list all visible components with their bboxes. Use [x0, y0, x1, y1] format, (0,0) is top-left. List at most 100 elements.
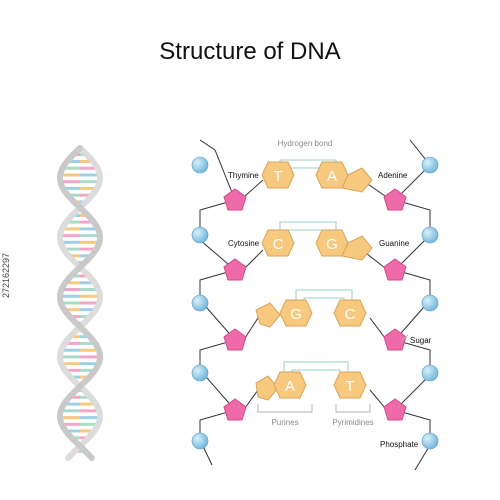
base-letter: T [273, 168, 282, 185]
phosphate-sphere [191, 226, 209, 244]
guanine-base [279, 299, 313, 327]
helix-rung [80, 341, 96, 345]
helix-rung [80, 395, 91, 399]
helix-rung [80, 254, 92, 258]
helix-rung [80, 166, 98, 170]
base-letter: A [285, 378, 295, 395]
helix-rung [80, 436, 89, 440]
guanine-label: Guanine [379, 239, 410, 248]
helix-strand-a [56, 145, 104, 461]
phosphate-sphere [421, 294, 439, 312]
helix-rung [68, 254, 80, 258]
helix-rungs [60, 153, 100, 453]
helix-rung [80, 355, 100, 359]
sugar-pentagon [383, 258, 407, 281]
thymine-label: Thymine [228, 171, 259, 180]
base-letter: C [273, 236, 284, 253]
helix-rung [60, 409, 80, 413]
helix-rung [80, 220, 94, 224]
helix-rung [60, 180, 80, 184]
helix-rung [80, 362, 99, 366]
helix-rung [80, 409, 100, 413]
phosphate-sphere [191, 364, 209, 382]
base-letter: G [326, 236, 338, 253]
phosphate-sphere [421, 156, 439, 174]
helix-rung [80, 160, 93, 163]
sugar-pentagon [223, 328, 247, 351]
phosphate-sphere [191, 156, 209, 174]
helix-rung [80, 429, 95, 433]
helix-rung [80, 348, 99, 352]
sugar-base-links [244, 179, 386, 409]
helix-rung [80, 234, 100, 238]
helix-rung [61, 422, 80, 426]
sugar-pentagon [383, 188, 407, 211]
helix-rung [80, 240, 100, 244]
base-pair-3: G C [255, 299, 367, 328]
guanine-base-ring [341, 235, 373, 261]
helix-rung [80, 227, 98, 231]
helix-rung [70, 335, 80, 339]
helix-rung [64, 402, 80, 406]
adenine-base-ring [255, 375, 279, 401]
base-letter: C [345, 306, 356, 323]
helix-rung [69, 395, 80, 399]
adenine-base-ring [341, 167, 373, 193]
helix-rung [60, 234, 80, 238]
helix-rung [80, 301, 99, 305]
phosphate-sphere [191, 294, 209, 312]
helix-rung [64, 341, 80, 345]
helix-rung [66, 220, 80, 224]
helix-rung [63, 186, 80, 190]
helix-rung [80, 294, 100, 298]
helix-rung [62, 227, 80, 231]
base-pair-2: C G [261, 229, 373, 261]
helix-rung [60, 294, 80, 298]
helix-rung [70, 375, 80, 379]
thymine-base [333, 371, 367, 399]
helix-rung [80, 281, 95, 285]
page-title: Structure of DNA [159, 38, 341, 65]
helix-rung [65, 281, 80, 285]
hydrogen-bonds [279, 159, 353, 380]
double-helix [56, 145, 104, 461]
purines-label: Purines [271, 418, 298, 427]
sugar-pentagon [223, 398, 247, 421]
sugars [223, 188, 407, 421]
helix-rung [65, 368, 80, 372]
sugar-pentagon [383, 328, 407, 351]
helix-rung [69, 315, 80, 318]
helix-rung [80, 173, 100, 177]
phosphate-sphere [421, 226, 439, 244]
helix-strand-b [56, 145, 104, 461]
helix-rung [63, 247, 80, 251]
helix-rung [67, 160, 80, 163]
helix-rung [60, 355, 80, 359]
cytosine-base [261, 229, 295, 257]
base-letter: T [345, 378, 354, 395]
helix-rung [80, 402, 96, 406]
sugar-pentagon [223, 188, 247, 211]
pyrimidines-label: Pyrimidines [332, 418, 373, 427]
helix-rung [65, 429, 80, 433]
helix-rung [60, 240, 80, 244]
helix-rung [80, 247, 97, 251]
helix-rung [80, 335, 90, 339]
helix-rung [61, 362, 80, 366]
helix-rung [80, 288, 99, 291]
adenine-label: Adenine [378, 171, 408, 180]
phosphates [191, 156, 439, 450]
phosphate-sphere [191, 432, 209, 450]
thymine-base [261, 161, 295, 189]
helix-rung [80, 422, 99, 426]
sugar-label: Sugar [410, 336, 432, 345]
helix-rung [80, 180, 100, 184]
helix-rung [80, 368, 95, 372]
helix-rung [62, 166, 80, 170]
cytosine-label: Cytosine [228, 239, 260, 248]
cytosine-base [333, 299, 367, 327]
guanine-base-ring [255, 302, 281, 328]
helix-rung [80, 308, 96, 312]
